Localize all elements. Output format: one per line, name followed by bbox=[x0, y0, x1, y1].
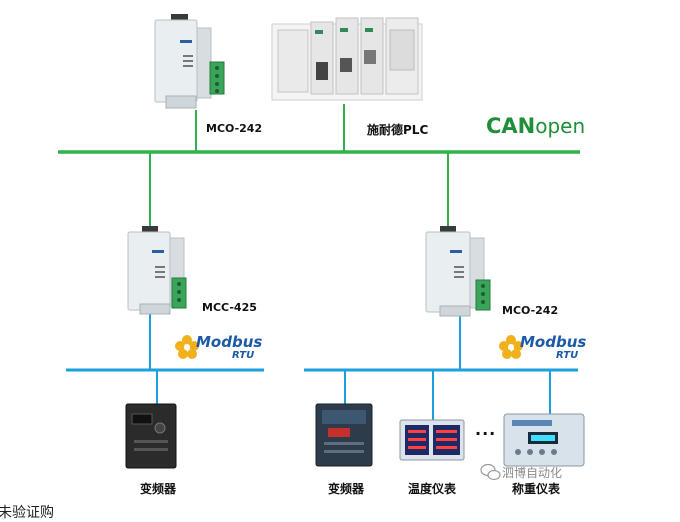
right-inverter-label: 变频器 bbox=[328, 482, 365, 496]
cropped-caption-text: 未验证购 bbox=[0, 505, 54, 521]
right-gateway-label: MCO-242 bbox=[502, 304, 559, 317]
watermark-chat-icon bbox=[480, 463, 501, 481]
ellipsis: ··· bbox=[475, 424, 497, 443]
watermark-text: 泗博自动化 bbox=[502, 466, 563, 480]
top-gateway-label: MCO-242 bbox=[206, 122, 263, 135]
right-gateway-device bbox=[425, 226, 491, 317]
temp-meter-label: 温度仪表 bbox=[408, 482, 457, 496]
top-gateway-device bbox=[154, 14, 225, 109]
weigh-meter-label: 称重仪表 bbox=[512, 482, 561, 496]
modbus-flower-icon bbox=[175, 335, 199, 359]
right-inverter-device bbox=[315, 403, 373, 467]
canopen-logo-open: open bbox=[535, 114, 586, 138]
left-gateway-label: MCC-425 bbox=[202, 301, 257, 314]
left-gateway-device bbox=[127, 226, 187, 315]
weighing-meter-device bbox=[503, 413, 585, 467]
left-inverter-device bbox=[125, 403, 177, 469]
temperature-meter-device bbox=[399, 419, 465, 461]
modbus-rtu-logo-right: Modbus RTU bbox=[498, 330, 596, 370]
canopen-logo-can: CAN bbox=[486, 114, 536, 138]
modbus-rtu-logo-left: Modbus RTU bbox=[174, 330, 272, 370]
modbus-flower-icon bbox=[499, 335, 523, 359]
left-inverter-label: 变频器 bbox=[140, 482, 177, 496]
modbus-word-left: Modbus bbox=[196, 333, 263, 351]
canopen-logo: CANopen bbox=[486, 114, 585, 138]
modbus-word-right: Modbus bbox=[520, 333, 587, 351]
rtu-word-left: RTU bbox=[232, 350, 255, 361]
plc-device bbox=[271, 17, 423, 101]
plc-label: 施耐德PLC bbox=[367, 123, 429, 137]
rtu-word-right: RTU bbox=[556, 350, 579, 361]
